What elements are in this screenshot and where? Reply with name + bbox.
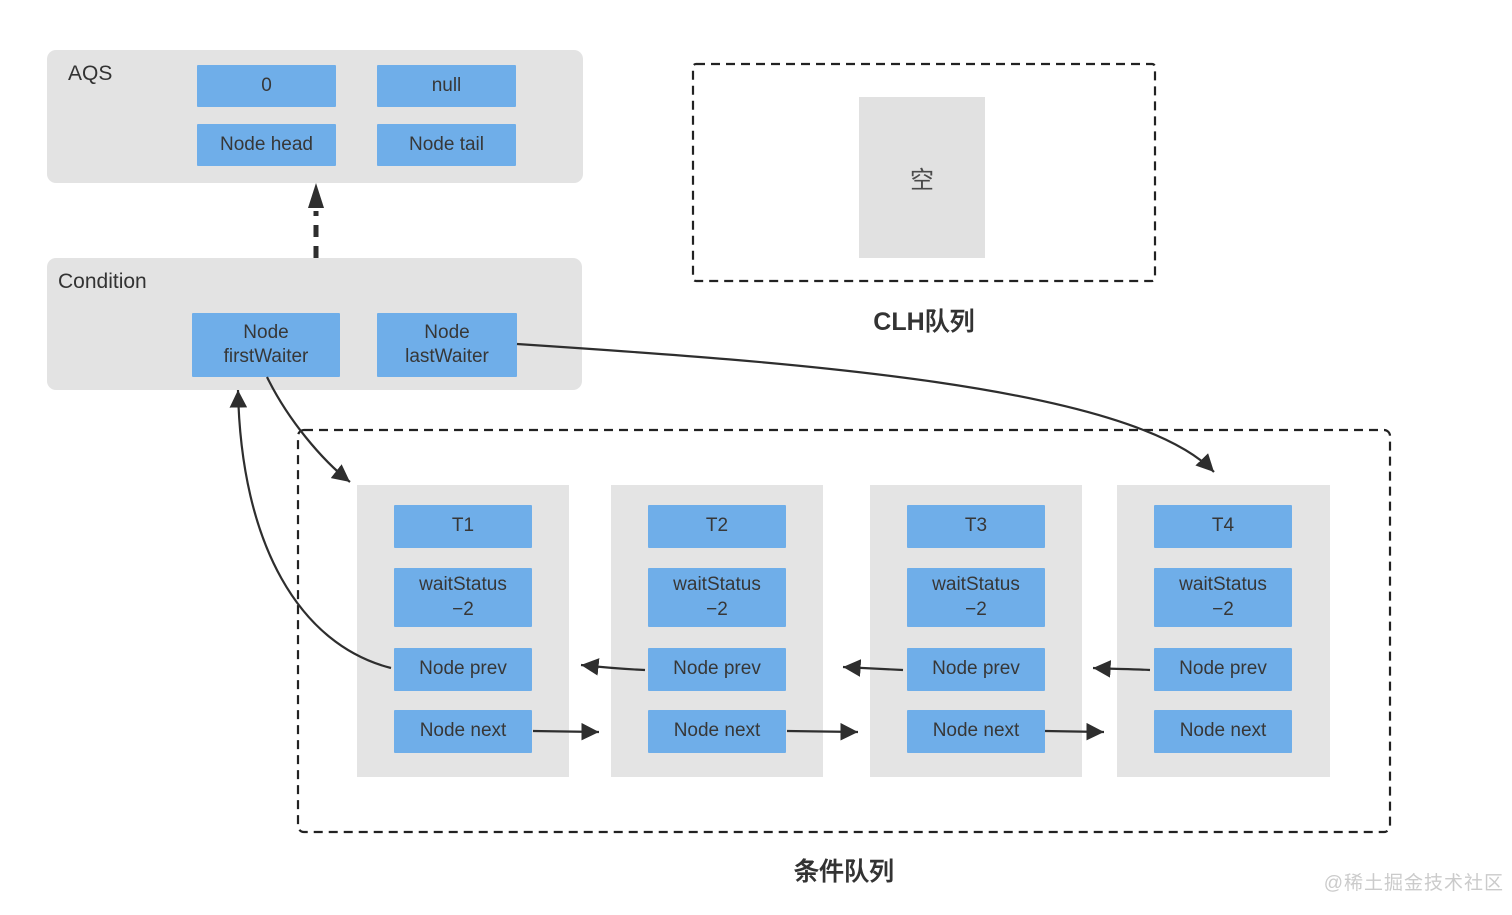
t3-waitstatus-box: waitStatus −2 [907, 568, 1045, 627]
thread-node-card-t1: T1 waitStatus −2 Node prev Node next [357, 485, 569, 777]
t2-waitstatus-box: waitStatus −2 [648, 568, 786, 627]
t4-prev-box: Node prev [1154, 648, 1292, 691]
condition-to-aqs-arrowhead-icon [308, 183, 324, 208]
thread-node-card-t2: T2 waitStatus −2 Node prev Node next [611, 485, 823, 777]
first-waiter-line2: firstWaiter [223, 346, 309, 367]
aqs-tail-box: Node tail [377, 124, 516, 166]
clh-empty-node: 空 [859, 97, 985, 258]
t1-waitstatus-label: waitStatus [419, 574, 507, 596]
condition-title: Condition [58, 270, 147, 293]
t2-waitstatus-label: waitStatus [673, 574, 761, 596]
condition-queue-caption: 条件队列 [793, 858, 894, 886]
t1-prev-box: Node prev [394, 648, 532, 691]
condition-last-waiter-box: Node lastWaiter [377, 313, 517, 377]
aqs-panel: AQS 0 null Node head Node tail [47, 50, 583, 183]
condition-first-waiter-box: Node firstWaiter [192, 313, 340, 377]
t3-waitstatus-label: waitStatus [932, 574, 1020, 596]
t4-waitstatus-box: waitStatus −2 [1154, 568, 1292, 627]
t1-waitstatus-box: waitStatus −2 [394, 568, 532, 627]
aqs-state-box: 0 [197, 65, 336, 107]
t2-thread-box: T2 [648, 505, 786, 548]
condition-panel: Condition Node firstWaiter Node lastWait… [47, 258, 582, 390]
firstwaiter-to-t1-arrow [266, 376, 351, 483]
thread-node-card-t4: T4 waitStatus −2 Node prev Node next [1117, 485, 1330, 777]
last-waiter-line2: lastWaiter [405, 346, 489, 367]
t3-next-box: Node next [907, 710, 1045, 753]
t3-waitstatus-value: −2 [965, 598, 987, 620]
aqs-title: AQS [68, 62, 113, 85]
first-waiter-line1: Node [243, 321, 289, 343]
t3-prev-box: Node prev [907, 648, 1045, 691]
t3-thread-box: T3 [907, 505, 1045, 548]
clh-queue-caption: CLH队列 [873, 308, 975, 336]
t2-next-box: Node next [648, 710, 786, 753]
t1-thread-box: T1 [394, 505, 532, 548]
aqs-owner-box: null [377, 65, 516, 107]
thread-node-card-t3: T3 waitStatus −2 Node prev Node next [870, 485, 1082, 777]
lastwaiter-to-t4-arrow [516, 342, 1215, 473]
watermark: @稀土掘金技术社区 [1323, 873, 1504, 894]
t4-thread-box: T4 [1154, 505, 1292, 548]
aqs-head-box: Node head [197, 124, 336, 166]
last-waiter-line1: Node [424, 321, 470, 343]
t4-waitstatus-label: waitStatus [1179, 574, 1267, 596]
t2-prev-box: Node prev [648, 648, 786, 691]
t4-next-box: Node next [1154, 710, 1292, 753]
t1-waitstatus-value: −2 [452, 598, 474, 620]
t2-waitstatus-value: −2 [706, 598, 728, 620]
t4-waitstatus-value: −2 [1212, 598, 1234, 620]
t1-next-box: Node next [394, 710, 532, 753]
